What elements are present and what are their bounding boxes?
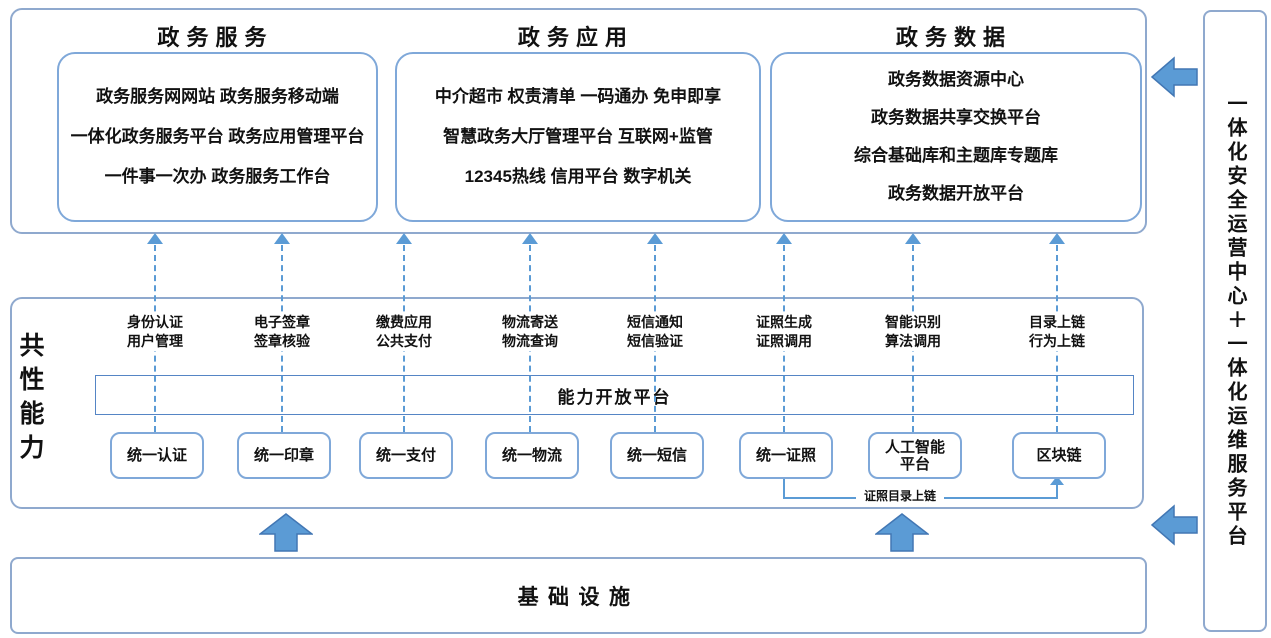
unified-payment-box: 统一支付 bbox=[359, 432, 453, 479]
panel-title-data: 政务数据 bbox=[895, 25, 1013, 50]
dashed-up-arrow-icon bbox=[396, 233, 412, 244]
services-line: 政务服务网网站 政务服务移动端 bbox=[96, 87, 339, 106]
panel-title-applications: 政务应用 bbox=[517, 25, 635, 50]
unified-auth-box: 统一认证 bbox=[110, 432, 204, 479]
up-block-arrow-icon bbox=[875, 513, 929, 552]
data-box: 政务数据资源中心 政务数据共享交换平台 综合基础库和主题库专题库 政务数据开放平… bbox=[770, 52, 1142, 222]
data-line: 综合基础库和主题库专题库 bbox=[854, 146, 1058, 165]
dashed-up-arrow-icon bbox=[647, 233, 663, 244]
applications-line: 中介超市 权责清单 一码通办 免申即享 bbox=[434, 87, 722, 106]
applications-line: 12345热线 信用平台 数字机关 bbox=[464, 167, 692, 186]
unified-seal-box: 统一印章 bbox=[237, 432, 331, 479]
dashed-up-arrow-icon bbox=[1049, 233, 1065, 244]
data-line: 政务数据共享交换平台 bbox=[871, 108, 1041, 127]
capability-column-sms: 短信通知短信验证 统一短信 bbox=[592, 233, 718, 479]
up-block-arrow-icon bbox=[259, 513, 313, 552]
capability-label: 物流寄送物流查询 bbox=[480, 313, 580, 351]
capability-label: 目录上链行为上链 bbox=[1007, 313, 1107, 351]
blockchain-box: 区块链 bbox=[1012, 432, 1106, 479]
dashed-up-arrow-icon bbox=[522, 233, 538, 244]
chain-connector-line bbox=[1056, 484, 1058, 498]
dashed-up-arrow-icon bbox=[147, 233, 163, 244]
applications-box: 中介超市 权责清单 一码通办 免申即享 智慧政务大厅管理平台 互联网+监管 12… bbox=[395, 52, 761, 222]
infrastructure-box: 基础设施 bbox=[10, 557, 1147, 634]
dashed-up-arrow-icon bbox=[905, 233, 921, 244]
capability-label: 证照生成证照调用 bbox=[734, 313, 834, 351]
dashed-up-arrow-icon bbox=[274, 233, 290, 244]
capability-label: 智能识别算法调用 bbox=[863, 313, 963, 351]
capability-column-ai: 智能识别算法调用 人工智能 平台 bbox=[850, 233, 976, 479]
dashed-up-arrow-icon bbox=[776, 233, 792, 244]
panel-title-services: 政务服务 bbox=[157, 25, 274, 50]
capability-column-auth: 身份认证用户管理 统一认证 bbox=[92, 233, 218, 479]
sidebar-vertical-label: 一体化安全运营中心＋一体化运维服务平台 bbox=[1224, 93, 1246, 549]
left-block-arrow-icon bbox=[1151, 56, 1198, 98]
capability-column-blockchain: 目录上链行为上链 区块链 bbox=[994, 233, 1120, 479]
chain-connector-line bbox=[783, 475, 785, 498]
unified-license-box: 统一证照 bbox=[739, 432, 833, 479]
chain-connector-label: 证照目录上链 bbox=[856, 487, 945, 504]
ai-platform-box: 人工智能 平台 bbox=[868, 432, 962, 479]
top-section-container: 政务服务 政务应用 政务数据 政务服务网网站 政务服务移动端 一体化政务服务平台… bbox=[10, 8, 1147, 234]
services-line: 一体化政务服务平台 政务应用管理平台 bbox=[70, 127, 365, 146]
capability-column-license: 证照生成证照调用 统一证照 bbox=[721, 233, 847, 479]
unified-sms-box: 统一短信 bbox=[610, 432, 704, 479]
capability-column-seal: 电子签章签章核验 统一印章 bbox=[219, 233, 345, 479]
applications-line: 智慧政务大厅管理平台 互联网+监管 bbox=[443, 127, 713, 146]
data-line: 政务数据资源中心 bbox=[888, 70, 1024, 89]
capability-label: 短信通知短信验证 bbox=[605, 313, 705, 351]
capability-label: 身份认证用户管理 bbox=[105, 313, 205, 351]
left-block-arrow-icon bbox=[1151, 504, 1198, 546]
integrated-ops-sidebar: 一体化安全运营中心＋一体化运维服务平台 bbox=[1203, 10, 1267, 632]
capability-column-logistics: 物流寄送物流查询 统一物流 bbox=[467, 233, 593, 479]
services-box: 政务服务网网站 政务服务移动端 一体化政务服务平台 政务应用管理平台 一件事一次… bbox=[57, 52, 378, 222]
capability-label: 电子签章签章核验 bbox=[232, 313, 332, 351]
capability-open-platform-band: 能力开放平台 bbox=[95, 375, 1134, 415]
capability-label: 缴费应用公共支付 bbox=[354, 313, 454, 351]
data-line: 政务数据开放平台 bbox=[888, 184, 1024, 203]
unified-logistics-box: 统一物流 bbox=[485, 432, 579, 479]
common-capabilities-label: 共性能力 bbox=[16, 332, 44, 468]
chain-connector-up-arrow-icon bbox=[1050, 476, 1064, 485]
capability-column-payment: 缴费应用公共支付 统一支付 bbox=[341, 233, 467, 479]
services-line: 一件事一次办 政务服务工作台 bbox=[104, 167, 331, 186]
